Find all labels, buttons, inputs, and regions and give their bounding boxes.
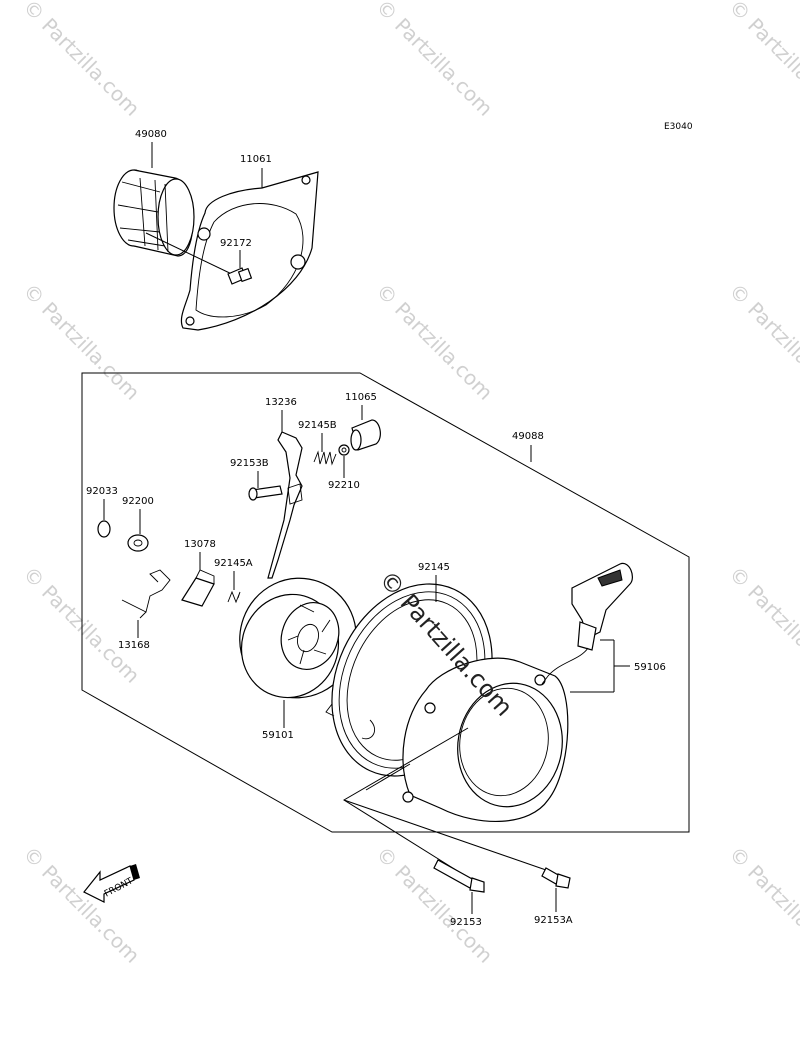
label-92033: 92033 xyxy=(86,486,118,497)
front-arrow: FRONT xyxy=(83,864,140,903)
part-59106[interactable] xyxy=(541,562,633,685)
label-92145: 92145 xyxy=(418,562,450,573)
label-92145B: 92145B xyxy=(298,420,337,431)
label-13236: 13236 xyxy=(265,397,297,408)
part-59101[interactable] xyxy=(223,562,373,714)
label-92153: 92153 xyxy=(450,917,482,928)
part-49080[interactable] xyxy=(113,169,195,257)
part-11065[interactable] xyxy=(350,419,381,451)
label-59106: 59106 xyxy=(634,662,666,673)
label-13168: 13168 xyxy=(118,640,150,651)
part-92210[interactable] xyxy=(338,444,350,456)
part-13078[interactable] xyxy=(181,569,215,607)
part-92153B[interactable] xyxy=(248,485,283,501)
label-92153A: 92153A xyxy=(534,915,573,926)
watermark: © Partzilla.com xyxy=(724,0,800,121)
watermark: © Partzilla.com xyxy=(724,279,800,405)
label-92153B: 92153B xyxy=(230,458,269,469)
label-49088: 49088 xyxy=(512,431,544,442)
part-13236[interactable] xyxy=(267,431,303,579)
label-49080: 49080 xyxy=(135,129,167,140)
label-92200: 92200 xyxy=(122,496,154,507)
part-13168[interactable] xyxy=(121,569,171,619)
watermark: © Partzilla.com xyxy=(371,279,497,405)
watermark: © Partzilla.com xyxy=(724,562,800,688)
part-92145B[interactable] xyxy=(313,450,337,466)
starter-housing[interactable] xyxy=(402,657,572,822)
part-92153A[interactable] xyxy=(541,867,571,889)
label-11061: 11061 xyxy=(240,154,272,165)
label-92210: 92210 xyxy=(328,480,360,491)
diagram-code: E3040 xyxy=(664,122,693,132)
label-92145A: 92145A xyxy=(214,558,253,569)
label-92172: 92172 xyxy=(220,238,252,249)
assembly-49088-outline xyxy=(81,372,690,833)
part-92153[interactable] xyxy=(433,859,485,893)
part-92200[interactable] xyxy=(127,534,149,552)
label-13078: 13078 xyxy=(184,539,216,550)
part-92145A[interactable] xyxy=(227,590,241,604)
label-59101: 59101 xyxy=(262,730,294,741)
watermark: © Partzilla.com xyxy=(724,842,800,968)
part-92033[interactable] xyxy=(97,520,111,538)
part-92172[interactable] xyxy=(145,232,253,285)
watermark: © Partzilla.com xyxy=(371,842,497,968)
label-11065: 11065 xyxy=(345,392,377,403)
watermark: © Partzilla.com xyxy=(371,0,497,121)
bolt-leaders xyxy=(343,727,547,876)
watermark: © Partzilla.com xyxy=(18,0,144,121)
part-11061[interactable] xyxy=(180,171,319,331)
watermark: © Partzilla.com xyxy=(18,842,144,968)
